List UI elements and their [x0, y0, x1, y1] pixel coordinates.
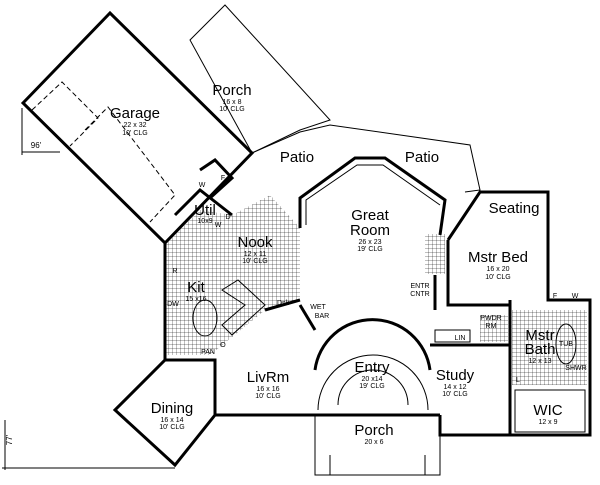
room-size: 14 x 12 [444, 384, 467, 391]
room-ceiling: 10' CLG [442, 391, 467, 398]
room-name: Mstr Bed [468, 249, 528, 266]
room-living-room: LivRm 16 x 16 10' CLG [247, 369, 290, 400]
room-name: Dining [151, 400, 194, 417]
rear-porch-outline [189, 4, 331, 154]
oven-label: O [220, 342, 226, 349]
great-room-walls [298, 156, 447, 310]
room-ceiling: 10' CLG [219, 106, 244, 113]
depth-dimension: 77' [5, 434, 14, 445]
room-name: Util [194, 202, 216, 219]
room-front-porch: Porch 20 x 6 [354, 422, 393, 446]
powder-room-label: RM [486, 323, 497, 330]
room-garage: Garage 22 x 32 10' CLG [110, 105, 160, 137]
room-ceiling: 19' CLG [359, 383, 384, 390]
kitchen-walls [163, 158, 301, 362]
refrigerator-label: R [172, 268, 177, 275]
entertainment-center-label: CNTR [410, 291, 429, 298]
room-ceiling: 10' CLG [159, 424, 184, 431]
room-size: 16 x 20 [487, 266, 510, 273]
desk-label: Dsk [277, 300, 290, 307]
room-name: Entry [354, 359, 390, 376]
freezer-label: F [221, 175, 225, 182]
room-ceiling: 10' CLG [485, 274, 510, 281]
room-name: Mstr [525, 327, 554, 344]
room-seating: Seating [489, 200, 540, 217]
linen-label: L [516, 377, 520, 384]
powder-room-label: PWDR [480, 315, 501, 322]
room-name: Garage [110, 105, 160, 122]
room-name: Porch [354, 422, 393, 439]
room-ceiling: 10' CLG [255, 393, 280, 400]
room-dining: Dining 16 x 14 10' CLG [151, 400, 194, 431]
dining-walls [112, 358, 217, 468]
room-size: 16 x 8 [222, 99, 241, 106]
freezer-label: F [553, 293, 557, 300]
room-master-bed: Mstr Bed 16 x 20 10' CLG [468, 249, 528, 281]
room-name: Bath [525, 341, 556, 358]
linen-label: LIN [455, 335, 466, 342]
master-suite-walls [434, 190, 592, 437]
room-size: 15 x16 [185, 296, 206, 303]
room-study: Study 14 x 12 10' CLG [436, 367, 475, 398]
room-rear-porch: Porch 16 x 8 10' CLG [212, 82, 251, 113]
dryer-label: D [225, 214, 230, 221]
entertainment-center-label: ENTR [410, 283, 429, 290]
washer-label: W [215, 222, 222, 229]
room-great-room: Great Room 26 x 23 19' CLG [350, 207, 390, 253]
dimension-lines [2, 108, 175, 470]
wet-bar-label: WET [310, 304, 326, 311]
shower-label: SHWR [565, 365, 586, 372]
washer-label: W [199, 182, 206, 189]
pantry-label: PAN [201, 349, 215, 356]
wet-bar-label: BAR [315, 313, 329, 320]
main-walls [213, 304, 512, 476]
tub-label: TUB [559, 341, 573, 348]
room-patio-right: Patio [405, 149, 439, 166]
room-name: LivRm [247, 369, 290, 386]
room-wic: WIC 12 x 9 [533, 402, 562, 426]
room-entry: Entry 20 x14 19' CLG [354, 359, 390, 390]
room-size: 12 x 13 [529, 358, 552, 365]
dishwasher-label: DW [167, 301, 179, 308]
room-name: WIC [533, 402, 562, 419]
room-name: Nook [237, 234, 273, 251]
room-kitchen: Kit 15 x16 [185, 279, 206, 303]
room-master-bath: Mstr Bath 12 x 13 [525, 327, 556, 365]
room-name: Study [436, 367, 475, 384]
room-ceiling: 10' CLG [122, 130, 147, 137]
room-size: 22 x 32 [124, 122, 147, 129]
width-dimension: 96' [31, 141, 42, 150]
room-name: Porch [212, 82, 251, 99]
room-size: 16 x 14 [161, 417, 184, 424]
room-name: Room [350, 222, 390, 239]
room-size: 16 x 16 [257, 386, 280, 393]
room-size: 10x9 [197, 218, 212, 225]
room-patio-left: Patio [280, 149, 314, 166]
room-utility: Util 10x9 [194, 202, 216, 225]
room-size: 26 x 23 [359, 239, 382, 246]
room-size: 20 x14 [361, 376, 382, 383]
room-size: 12 x 9 [538, 419, 557, 426]
room-ceiling: 10' CLG [242, 258, 267, 265]
room-size: 20 x 6 [364, 439, 383, 446]
patio-outline [251, 124, 481, 193]
room-name: Great [351, 207, 389, 224]
room-nook: Nook 12 x 11 10' CLG [237, 234, 273, 265]
room-size: 12 x 11 [244, 251, 267, 258]
room-name: Kit [187, 279, 205, 296]
washer-label: W [572, 293, 579, 300]
room-ceiling: 19' CLG [357, 246, 382, 253]
